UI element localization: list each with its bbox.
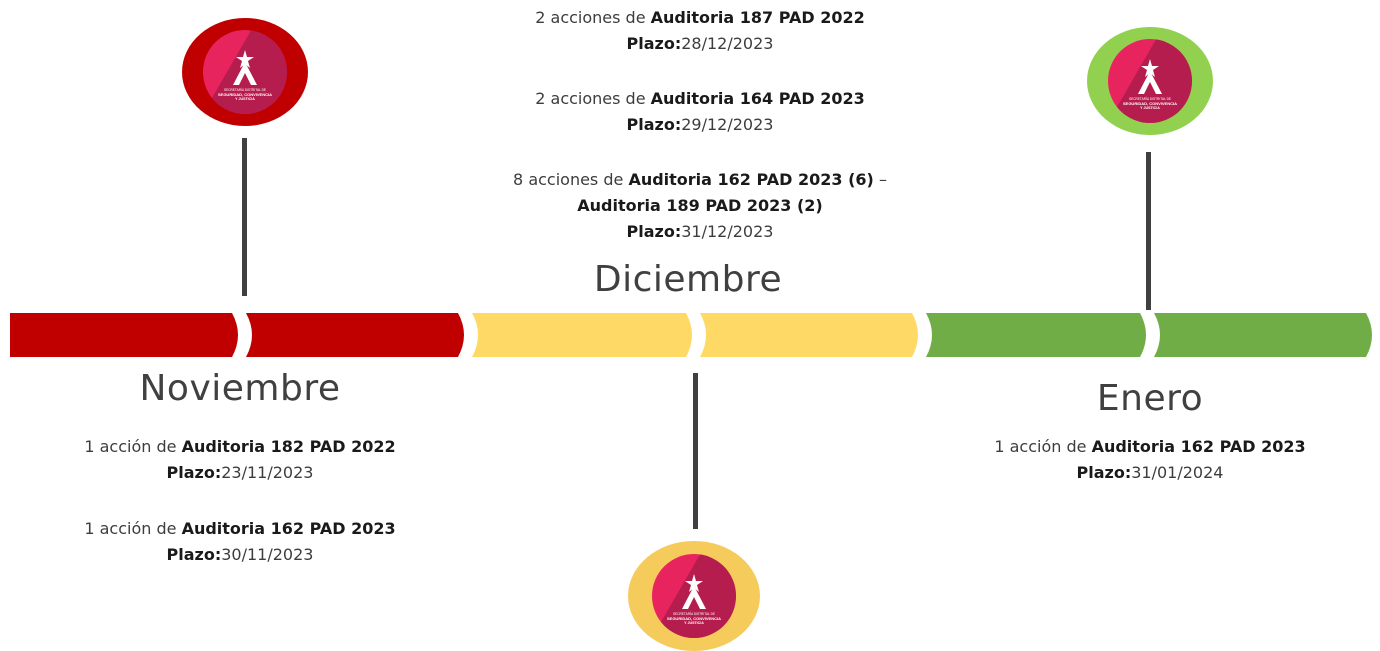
plazo-label: Plazo: bbox=[626, 222, 682, 241]
logo-text-1: SECRETARÍA DISTRITAL DE bbox=[224, 88, 266, 92]
timeline-segment-december-1 bbox=[472, 313, 692, 357]
item-prefix: 1 acción de bbox=[84, 519, 182, 538]
january-item-1: 1 acción de Auditoria 162 PAD 2023 Plazo… bbox=[940, 434, 1360, 486]
plazo-date: 23/11/2023 bbox=[221, 463, 314, 482]
logo-emblem: SECRETARÍA DISTRITAL DE SEGURIDAD, CONVI… bbox=[1108, 39, 1192, 123]
audit-name: Auditoria 162 PAD 2023 (6) bbox=[628, 170, 874, 189]
plazo-date: 30/11/2023 bbox=[221, 545, 314, 564]
plazo-date: 28/12/2023 bbox=[681, 34, 774, 53]
january-connector bbox=[1146, 152, 1151, 310]
november-badge: SECRETARÍA DISTRITAL DE SEGURIDAD, CONVI… bbox=[182, 18, 308, 126]
plazo-date: 29/12/2023 bbox=[681, 115, 774, 134]
item-prefix: 2 acciones de bbox=[535, 8, 651, 27]
audit-name: Auditoria 162 PAD 2023 bbox=[1091, 437, 1306, 456]
november-item-2: 1 acción de Auditoria 162 PAD 2023 Plazo… bbox=[30, 516, 450, 568]
december-badge: SECRETARÍA DISTRITAL DE SEGURIDAD, CONVI… bbox=[628, 541, 760, 651]
november-item-1: 1 acción de Auditoria 182 PAD 2022 Plazo… bbox=[30, 434, 450, 486]
logo-text-2: SEGURIDAD, CONVIVENCIA bbox=[1123, 101, 1177, 106]
item-prefix: 1 acción de bbox=[994, 437, 1092, 456]
audit-name: Auditoria 162 PAD 2023 bbox=[181, 519, 396, 538]
january-badge: SECRETARÍA DISTRITAL DE SEGURIDAD, CONVI… bbox=[1087, 27, 1213, 135]
timeline-segment-december-2 bbox=[700, 313, 918, 357]
logo-icon: SECRETARÍA DISTRITAL DE SEGURIDAD, CONVI… bbox=[1123, 59, 1177, 110]
december-connector bbox=[693, 373, 698, 529]
logo-text-1: SECRETARÍA DISTRITAL DE bbox=[673, 612, 715, 616]
item-prefix: 1 acción de bbox=[84, 437, 182, 456]
plazo-label: Plazo: bbox=[166, 463, 222, 482]
audit-name-2: Auditoria 189 PAD 2023 (2) bbox=[577, 196, 823, 215]
logo-text-3: Y JUSTICIA bbox=[235, 97, 255, 101]
timeline-bar bbox=[10, 313, 1372, 357]
plazo-date: 31/12/2023 bbox=[681, 222, 774, 241]
plazo-label: Plazo: bbox=[1076, 463, 1132, 482]
month-label-december: Diciembre bbox=[593, 259, 783, 300]
timeline-segment-november-2 bbox=[246, 313, 464, 357]
plazo-label: Plazo: bbox=[626, 34, 682, 53]
audit-name: Auditoria 164 PAD 2023 bbox=[650, 89, 865, 108]
logo-text-3: Y JUSTICIA bbox=[684, 621, 704, 625]
plazo-label: Plazo: bbox=[166, 545, 222, 564]
timeline-segment-january-2 bbox=[1154, 313, 1372, 357]
logo-text-2: SEGURIDAD, CONVIVENCIA bbox=[667, 616, 721, 621]
november-connector bbox=[242, 138, 247, 296]
item-suffix: – bbox=[873, 170, 887, 189]
december-item-3: 8 acciones de Auditoria 162 PAD 2023 (6)… bbox=[420, 167, 980, 245]
timeline-segment-january-1 bbox=[926, 313, 1146, 357]
logo-emblem: SECRETARÍA DISTRITAL DE SEGURIDAD, CONVI… bbox=[203, 30, 287, 114]
december-item-1: 2 acciones de Auditoria 187 PAD 2022 Pla… bbox=[440, 5, 960, 57]
december-item-2: 2 acciones de Auditoria 164 PAD 2023 Pla… bbox=[440, 86, 960, 138]
plazo-date: 31/01/2024 bbox=[1131, 463, 1224, 482]
logo-emblem: SECRETARÍA DISTRITAL DE SEGURIDAD, CONVI… bbox=[652, 554, 736, 638]
month-label-january: Enero bbox=[1096, 378, 1204, 419]
logo-icon: SECRETARÍA DISTRITAL DE SEGURIDAD, CONVI… bbox=[667, 574, 721, 625]
timeline-segment-november-1 bbox=[10, 313, 238, 357]
logo-text-1: SECRETARÍA DISTRITAL DE bbox=[1129, 97, 1171, 101]
month-label-november: Noviembre bbox=[139, 368, 341, 409]
audit-name: Auditoria 187 PAD 2022 bbox=[650, 8, 865, 27]
logo-text-3: Y JUSTICIA bbox=[1140, 106, 1160, 110]
item-prefix: 2 acciones de bbox=[535, 89, 651, 108]
logo-text-2: SEGURIDAD, CONVIVENCIA bbox=[218, 92, 272, 97]
audit-name: Auditoria 182 PAD 2022 bbox=[181, 437, 396, 456]
item-prefix: 8 acciones de bbox=[513, 170, 629, 189]
logo-icon: SECRETARÍA DISTRITAL DE SEGURIDAD, CONVI… bbox=[218, 50, 272, 101]
plazo-label: Plazo: bbox=[626, 115, 682, 134]
